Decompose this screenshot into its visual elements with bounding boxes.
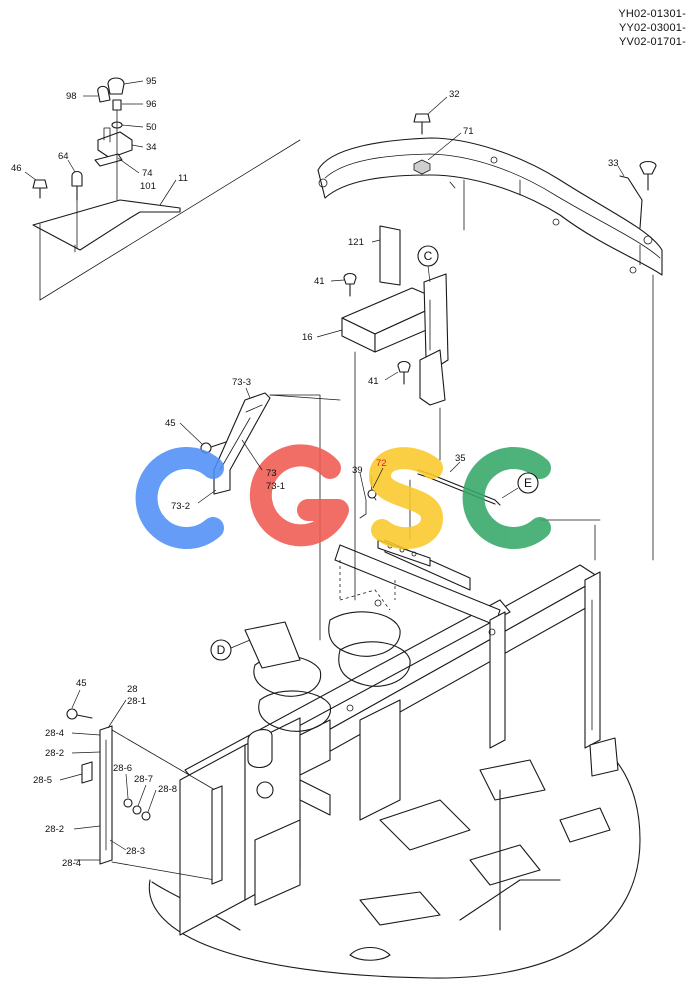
part-label-35: 35: [455, 453, 466, 464]
part-label-64: 64: [58, 151, 69, 162]
part-label-98: 98: [66, 91, 77, 102]
part-label-34: 34: [146, 142, 157, 153]
part-label-73-1: 73-1: [266, 481, 285, 492]
tray-assembly-center: [341, 179, 465, 601]
part-label-28-7: 28-7: [134, 774, 153, 785]
part-label-41-lower: 41: [368, 376, 379, 387]
cgsc-watermark: [135, 444, 551, 549]
bracket-28-assembly: [66, 708, 223, 885]
callout-c-label: C: [424, 249, 433, 263]
part-label-28-4-upper: 28-4: [45, 728, 64, 739]
part-label-71: 71: [463, 126, 474, 137]
part-label-28-2-upper: 28-2: [45, 748, 64, 759]
part-label-96: 96: [146, 99, 157, 110]
callout-d-label: D: [217, 643, 226, 657]
part-label-28-5: 28-5: [33, 775, 52, 786]
part-label-16: 16: [302, 332, 313, 343]
part-label-46: 46: [11, 163, 22, 174]
serial-number-3: YV02-01701-: [618, 36, 686, 48]
part-label-74: 74: [142, 168, 153, 179]
part-number-labels: 95 98 96 50 34 74 101 11 46 64 32 71 33 …: [11, 76, 619, 869]
part-label-28-4-lower: 28-4: [62, 858, 81, 869]
part-label-39: 39: [352, 465, 363, 476]
callout-d: D: [210, 639, 251, 661]
leader-lines: [24, 80, 625, 861]
part-label-32: 32: [449, 89, 460, 100]
part-label-95: 95: [146, 76, 157, 87]
part-label-45-upper: 45: [165, 418, 176, 429]
part-label-50: 50: [146, 122, 157, 133]
part-label-121: 121: [348, 237, 364, 248]
part-label-41-upper: 41: [314, 276, 325, 287]
curved-guard-rail: [317, 113, 663, 561]
part-label-28-3: 28-3: [126, 846, 145, 857]
part-label-73: 73: [266, 468, 277, 479]
part-label-28-2-lower: 28-2: [45, 824, 64, 835]
part-label-11: 11: [178, 173, 188, 184]
part-label-72: 72: [376, 458, 387, 469]
part-label-73-2: 73-2: [171, 501, 190, 512]
part-label-73-3: 73-3: [232, 377, 251, 388]
part-label-28-8: 28-8: [158, 784, 177, 795]
part-label-33: 33: [608, 158, 619, 169]
part-label-28-1: 28-1: [127, 696, 146, 707]
machine-base-frame: [148, 539, 641, 979]
callout-c: C: [417, 245, 439, 283]
part-label-101: 101: [140, 181, 156, 192]
callout-e: E: [501, 472, 539, 499]
serial-number-2: YY02-03001-: [618, 22, 686, 34]
reference-lines: [269, 394, 601, 561]
bracket-group-top-left: [32, 77, 301, 301]
part-label-28: 28: [127, 684, 138, 695]
callout-e-label: E: [524, 476, 532, 490]
part-label-28-6: 28-6: [113, 763, 132, 774]
serial-number-1: YH02-01301-: [618, 8, 686, 20]
part-label-45-lower: 45: [76, 678, 87, 689]
